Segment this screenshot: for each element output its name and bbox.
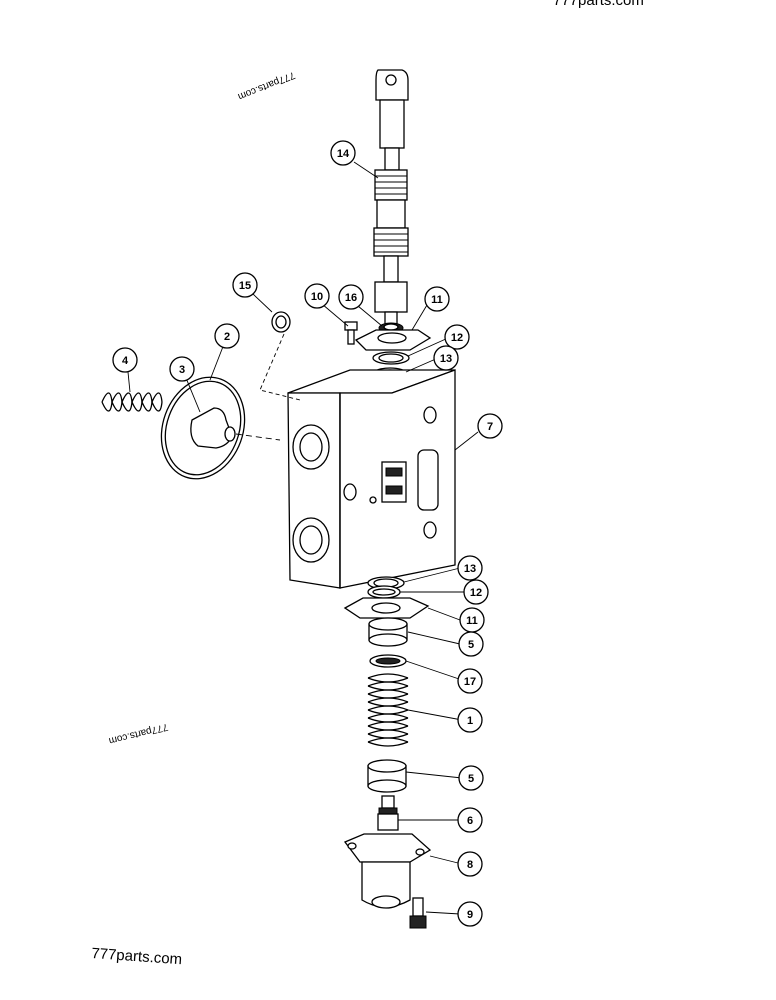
svg-text:9: 9 [467, 909, 473, 921]
callout-7: 7 [477, 413, 503, 439]
svg-text:10: 10 [311, 291, 323, 303]
svg-text:6: 6 [467, 815, 473, 827]
svg-text:13: 13 [464, 563, 476, 575]
svg-text:12: 12 [470, 587, 482, 599]
callout-2: 2 [214, 323, 240, 349]
svg-text:5: 5 [468, 639, 474, 651]
svg-text:11: 11 [431, 294, 443, 306]
callout-17: 17 [457, 668, 483, 694]
callout-11-upper: 11 [424, 286, 450, 312]
svg-text:14: 14 [337, 148, 350, 160]
callout-5-lower: 5 [458, 765, 484, 791]
svg-text:12: 12 [451, 332, 463, 344]
callout-9: 9 [457, 901, 483, 927]
svg-text:2: 2 [224, 331, 230, 343]
callout-1: 1 [457, 707, 483, 733]
leader-lines [127, 161, 479, 915]
callout-4: 4 [112, 347, 138, 373]
callout-13-lower: 13 [457, 555, 483, 581]
svg-text:17: 17 [464, 676, 476, 688]
callout-12-lower: 12 [463, 579, 489, 605]
callout-13-upper: 13 [433, 345, 459, 371]
spool-part-14 [373, 69, 409, 327]
svg-text:15: 15 [239, 280, 251, 292]
side-parts [101, 311, 301, 480]
svg-text:16: 16 [345, 292, 357, 304]
callouts: 14 15 10 16 11 12 13 2 4 3 7 13 12 11 5 … [112, 140, 503, 927]
callout-16: 16 [338, 284, 364, 310]
svg-text:7: 7 [487, 421, 493, 433]
svg-text:5: 5 [468, 773, 474, 785]
callout-3: 3 [169, 356, 195, 382]
callout-11-lower: 11 [459, 607, 485, 633]
callout-14: 14 [330, 140, 356, 166]
callout-15: 15 [232, 272, 258, 298]
callout-10: 10 [304, 283, 330, 309]
callout-8: 8 [457, 851, 483, 877]
svg-text:11: 11 [466, 615, 478, 627]
lower-parts-stack [343, 576, 432, 929]
callout-6: 6 [457, 807, 483, 833]
watermark-top: 777parts.com [553, 0, 644, 9]
svg-text:3: 3 [179, 364, 185, 376]
svg-text:8: 8 [467, 859, 473, 871]
callout-5-upper: 5 [458, 631, 484, 657]
svg-text:1: 1 [467, 715, 473, 727]
svg-text:4: 4 [122, 355, 129, 367]
callout-12-upper: 12 [444, 324, 470, 350]
valve-body-part-7 [287, 369, 456, 589]
svg-text:13: 13 [440, 353, 452, 365]
